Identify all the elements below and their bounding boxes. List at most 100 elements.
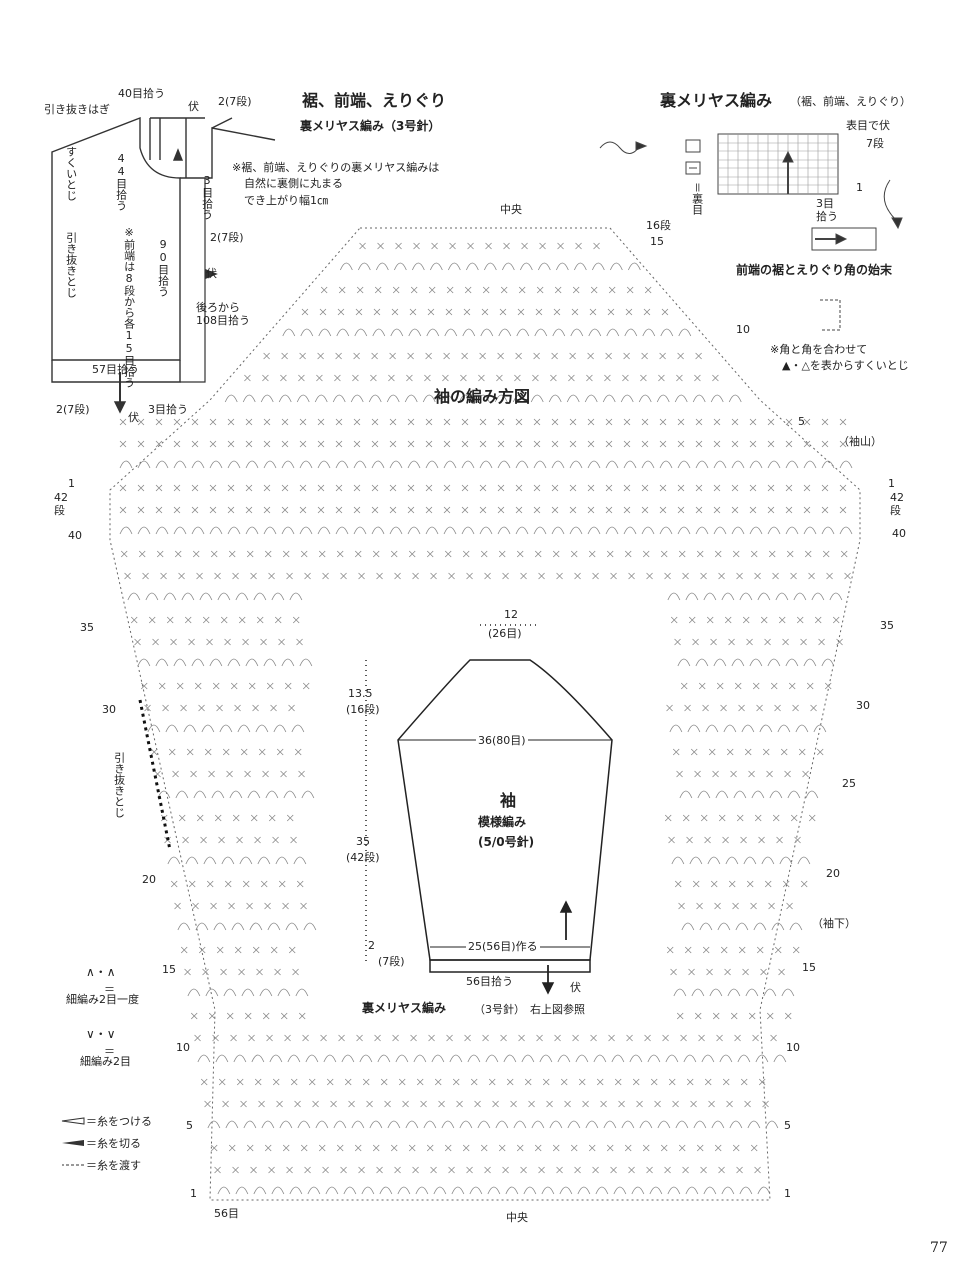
stitch-mark (415, 1186, 429, 1195)
stitch-mark (503, 1054, 517, 1063)
stitch-mark (674, 394, 688, 403)
stitch-mark (162, 704, 169, 712)
stitch-mark (291, 724, 305, 733)
stitch-mark (278, 638, 285, 646)
stitch-mark (666, 946, 674, 954)
stitch-mark (551, 418, 559, 426)
stitch-mark (739, 592, 753, 601)
stitch-mark (280, 374, 287, 382)
stitch-mark (196, 572, 203, 580)
stitch-mark (191, 506, 199, 514)
stitch-mark (376, 572, 383, 580)
stitch-mark (212, 1034, 219, 1042)
stitch-mark (556, 572, 563, 580)
stitch-mark (519, 262, 533, 271)
stitch-mark (746, 880, 754, 888)
stitch-mark (516, 550, 524, 558)
stitch-mark (262, 1012, 270, 1020)
stitch-mark (372, 328, 386, 337)
stitch-mark (734, 1034, 741, 1042)
row-15-top: 15 (650, 235, 664, 248)
stitch-mark (235, 592, 249, 601)
rev-corner-note-2: ▲・△を表からすくいとじ (782, 359, 909, 372)
stitch-mark (268, 1166, 275, 1174)
stitch-mark (787, 790, 801, 799)
label-pick-90: 90目拾う (156, 238, 170, 297)
sch-cuff-width: 25(56目)作る (466, 940, 540, 954)
stitch-mark (405, 1120, 419, 1129)
stitch-mark (832, 616, 840, 624)
stitch-mark (673, 988, 687, 997)
stitch-mark (300, 550, 308, 558)
stitch-mark (779, 856, 793, 865)
stitch-mark (431, 1054, 445, 1063)
stitch-mark (610, 1166, 617, 1174)
stitch-mark (498, 550, 506, 558)
stitch-mark (402, 1100, 409, 1108)
stitch-mark (690, 1100, 697, 1108)
stitch-mark (764, 880, 772, 888)
stitch-mark (793, 592, 807, 601)
rev-title-note: （裾、前端、えりぐり） (790, 95, 911, 108)
stitch-mark (685, 592, 699, 601)
stitch-mark (294, 1100, 301, 1108)
stitch-mark (320, 286, 328, 294)
stitch-mark (638, 394, 652, 403)
stitch-mark (266, 1034, 273, 1042)
stitch-mark (221, 856, 235, 865)
stitch-mark (546, 1100, 553, 1108)
stitch-mark (373, 308, 381, 316)
stitch-mark (467, 242, 474, 250)
stitch-mark (821, 418, 829, 426)
stitch-mark (712, 770, 719, 778)
stitch-mark (587, 460, 601, 469)
stitch-mark (338, 286, 346, 294)
stitch-mark (684, 946, 692, 954)
edging-title: 裾、前端、えりぐり (302, 91, 447, 110)
stitch-mark (536, 1034, 543, 1042)
stitch-mark (548, 394, 562, 403)
stitch-mark (753, 922, 767, 931)
stitch-mark (502, 572, 509, 580)
stitch-mark (300, 1144, 308, 1152)
stitch-mark (407, 484, 415, 492)
rev-legend-eq: ＝裏目 (690, 182, 704, 215)
stitch-mark (323, 1054, 337, 1063)
stitch-mark (317, 418, 325, 426)
stitch-mark (786, 550, 794, 558)
stitch-mark (217, 592, 231, 601)
stitch-mark (720, 704, 727, 712)
stitch-mark (591, 262, 605, 271)
stitch-mark (840, 550, 848, 558)
stitch-mark (340, 1166, 347, 1174)
stitch-mark (334, 374, 341, 382)
stitch-mark (428, 286, 436, 294)
stitch-mark (252, 704, 259, 712)
legend-dec-text: 細編み2目一度 (66, 993, 139, 1006)
stitch-mark (738, 946, 746, 954)
stitch-mark (152, 638, 159, 646)
stitch-mark (448, 572, 455, 580)
stitch-mark (585, 1120, 599, 1129)
stitch-mark (785, 658, 799, 667)
stitch-mark (333, 1120, 347, 1129)
stitch-mark (425, 418, 433, 426)
stitch-mark (605, 526, 619, 535)
stitch-mark (752, 682, 760, 690)
row-right-5-top: 5 (798, 415, 805, 428)
stitch-mark (197, 1054, 211, 1063)
stitch-mark (682, 814, 690, 822)
stitch-mark (281, 440, 289, 448)
stitch-mark (572, 286, 580, 294)
stitch-mark (271, 592, 285, 601)
stitch-mark (659, 506, 667, 514)
stitch-mark (623, 506, 631, 514)
stitch-mark (180, 946, 188, 954)
sch-cuff-ref: 右上図参照 (530, 1003, 585, 1016)
stitch-mark (713, 440, 721, 448)
stitch-mark (695, 526, 709, 535)
stitch-mark (514, 374, 521, 382)
stitch-mark (251, 1054, 265, 1063)
stitch-mark (677, 352, 684, 360)
stitch-mark (274, 968, 281, 976)
